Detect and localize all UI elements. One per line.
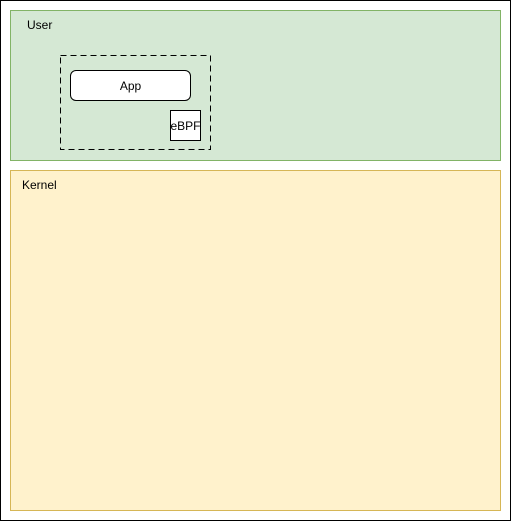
process-group-boundary (60, 55, 211, 150)
app-node[interactable]: App (70, 70, 191, 101)
ebpf-node-label: eBPF (170, 118, 201, 133)
kernel-space-label: Kernel (22, 178, 57, 192)
user-space-label: User (27, 18, 53, 32)
kernel-space-region: Kernel (10, 170, 501, 511)
ebpf-node[interactable]: eBPF (170, 110, 201, 141)
app-node-label: App (119, 78, 142, 93)
